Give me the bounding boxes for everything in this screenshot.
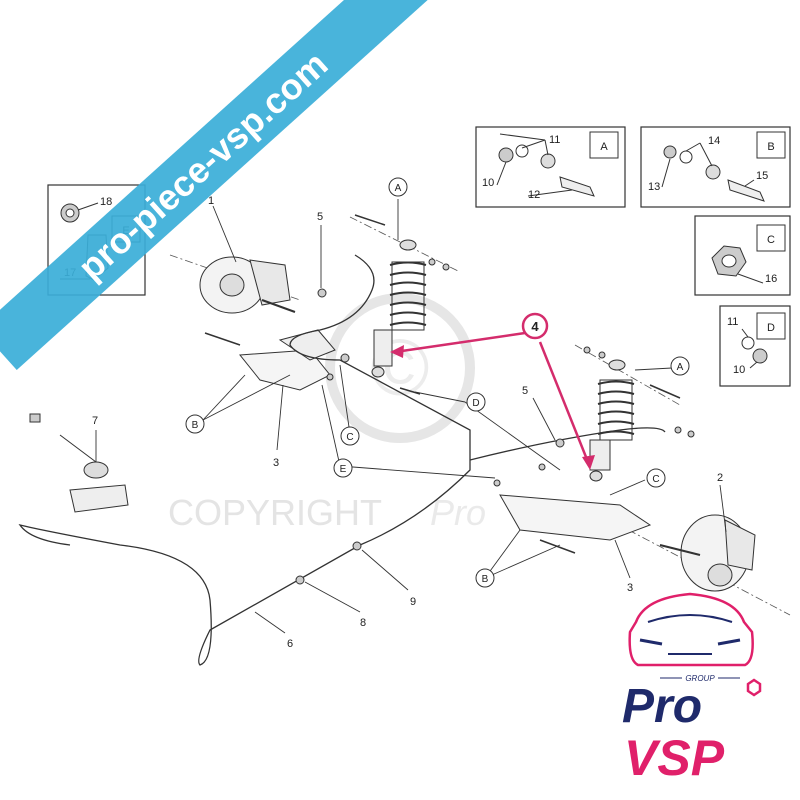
right-brake-disc (659, 514, 756, 592)
part-number-5: 5 (317, 211, 323, 223)
bolt-icon (559, 176, 595, 197)
right-shock-absorber (589, 359, 635, 482)
copyright-circle-watermark (325, 293, 475, 443)
left-brake-disc (199, 256, 296, 314)
detail-box-c-letter: C (767, 234, 775, 246)
washer-icon (679, 150, 693, 164)
leader-lines (95, 199, 727, 634)
copyright-watermark-suffix: Pro (430, 492, 486, 533)
detail-box-a: A 11 10 12 (475, 126, 626, 208)
washer-icon (741, 336, 755, 350)
part-numbers: 1 2 3 3 5 5 6 7 8 9 (92, 195, 723, 650)
detail-box-d-letter: D (767, 322, 775, 334)
part-number-2: 2 (717, 472, 723, 484)
watermark-banner-text: pro-piece-vsp.com (70, 43, 335, 288)
part-number-3: 3 (273, 457, 279, 469)
part-number-12: 12 (528, 189, 540, 201)
circle-label-c: C (652, 474, 659, 485)
part-number-8: 8 (360, 617, 366, 629)
detail-box-b: B 14 13 15 (640, 126, 791, 208)
logo-group-label: GROUP (685, 674, 715, 683)
part-number-10: 10 (482, 177, 494, 189)
washer-icon (540, 153, 556, 169)
brake-lines (18, 254, 666, 666)
part-number-3: 3 (627, 582, 633, 594)
car-outline-icon (628, 592, 754, 667)
detail-box-c: C 16 (694, 215, 791, 296)
part-number-1: 1 (208, 195, 214, 207)
callout-number: 4 (531, 319, 539, 334)
part-number-18: 18 (100, 196, 112, 208)
part-number-5: 5 (522, 385, 528, 397)
logo-line-1: Pro (622, 680, 702, 733)
part-number-15: 15 (756, 170, 768, 182)
nut-icon (663, 145, 677, 159)
circle-label-a: A (677, 362, 684, 373)
master-cylinder (29, 413, 129, 513)
circle-label-d: D (472, 398, 479, 409)
part-number-10: 10 (733, 364, 745, 376)
part-number-16: 16 (765, 273, 777, 285)
part-number-6: 6 (287, 638, 293, 650)
circle-labels: A A B B C C D E (185, 177, 690, 588)
logo-line-2: VSP (624, 730, 725, 786)
part-number-14: 14 (708, 135, 720, 147)
circle-label-b: B (482, 574, 489, 585)
copyright-watermark: COPYRIGHT (168, 492, 382, 533)
pro-vsp-logo: GROUP Pro VSP (622, 592, 762, 786)
detail-box-d: D 11 10 (719, 305, 791, 387)
circle-label-c: C (346, 432, 353, 443)
washer-icon (515, 144, 529, 158)
washer-icon (705, 164, 721, 180)
nut-icon (752, 348, 768, 364)
detail-box-b-letter: B (767, 141, 774, 153)
circle-label-b: B (192, 420, 199, 431)
part-number-11: 11 (727, 316, 738, 328)
circle-label-a: A (395, 183, 402, 194)
part-number-11: 11 (549, 134, 560, 146)
fasteners (295, 258, 695, 585)
part-number-13: 13 (648, 181, 660, 193)
detail-box-a-letter: A (600, 141, 608, 153)
right-trailing-arm (499, 494, 652, 541)
left-shock-absorber (371, 239, 427, 378)
hex-bolt-icon (746, 678, 762, 697)
circle-label-e: E (340, 464, 347, 475)
bolt-icon (727, 179, 765, 202)
callout-4: 4 (390, 312, 595, 470)
part-number-7: 7 (92, 415, 98, 427)
nut-icon (498, 147, 514, 163)
part-number-9: 9 (410, 596, 416, 608)
